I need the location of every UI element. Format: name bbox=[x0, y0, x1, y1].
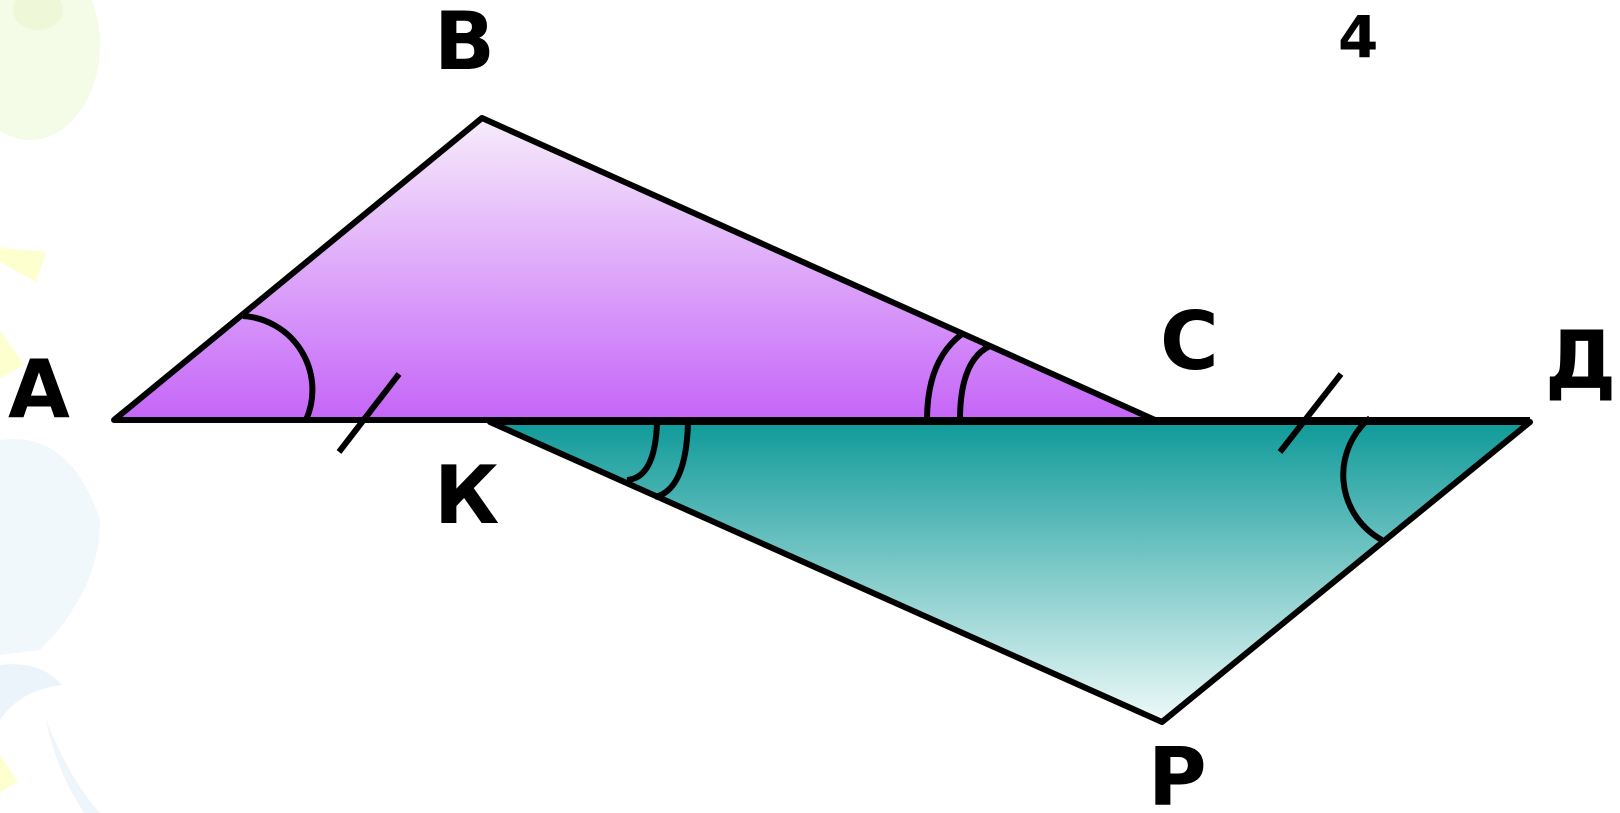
angle-arc-c-outer bbox=[924, 331, 964, 421]
tick-mark-ak bbox=[336, 372, 402, 454]
decor-shard-2 bbox=[0, 330, 24, 378]
vertex-label-d: Д bbox=[1545, 314, 1617, 407]
vertex-label-a: А bbox=[8, 343, 70, 436]
decor-blob-top bbox=[0, 0, 100, 140]
angle-arc-c-inner bbox=[957, 343, 992, 421]
angle-arc-k-outer bbox=[654, 422, 691, 500]
triangle-abc bbox=[111, 115, 1158, 423]
vertex-label-b: В bbox=[434, 0, 495, 88]
decor-leaf-2 bbox=[0, 664, 62, 720]
decor-shard-3 bbox=[0, 755, 18, 792]
angle-arc-a bbox=[242, 313, 316, 422]
decor-leaf-1 bbox=[0, 439, 100, 655]
vertex-label-c: С bbox=[1160, 295, 1219, 388]
vertex-label-p: Р bbox=[1148, 731, 1207, 813]
decor-blob-small bbox=[13, 0, 63, 30]
angle-arc-k-inner bbox=[626, 422, 660, 483]
decor-shard-1 bbox=[0, 248, 46, 282]
tick-mark-cd bbox=[1277, 372, 1344, 454]
slide-number: 4 bbox=[1338, 3, 1379, 71]
decor-leaf-3 bbox=[46, 720, 100, 813]
vertex-label-k: К bbox=[434, 449, 500, 542]
angle-arc-d bbox=[1340, 415, 1384, 543]
